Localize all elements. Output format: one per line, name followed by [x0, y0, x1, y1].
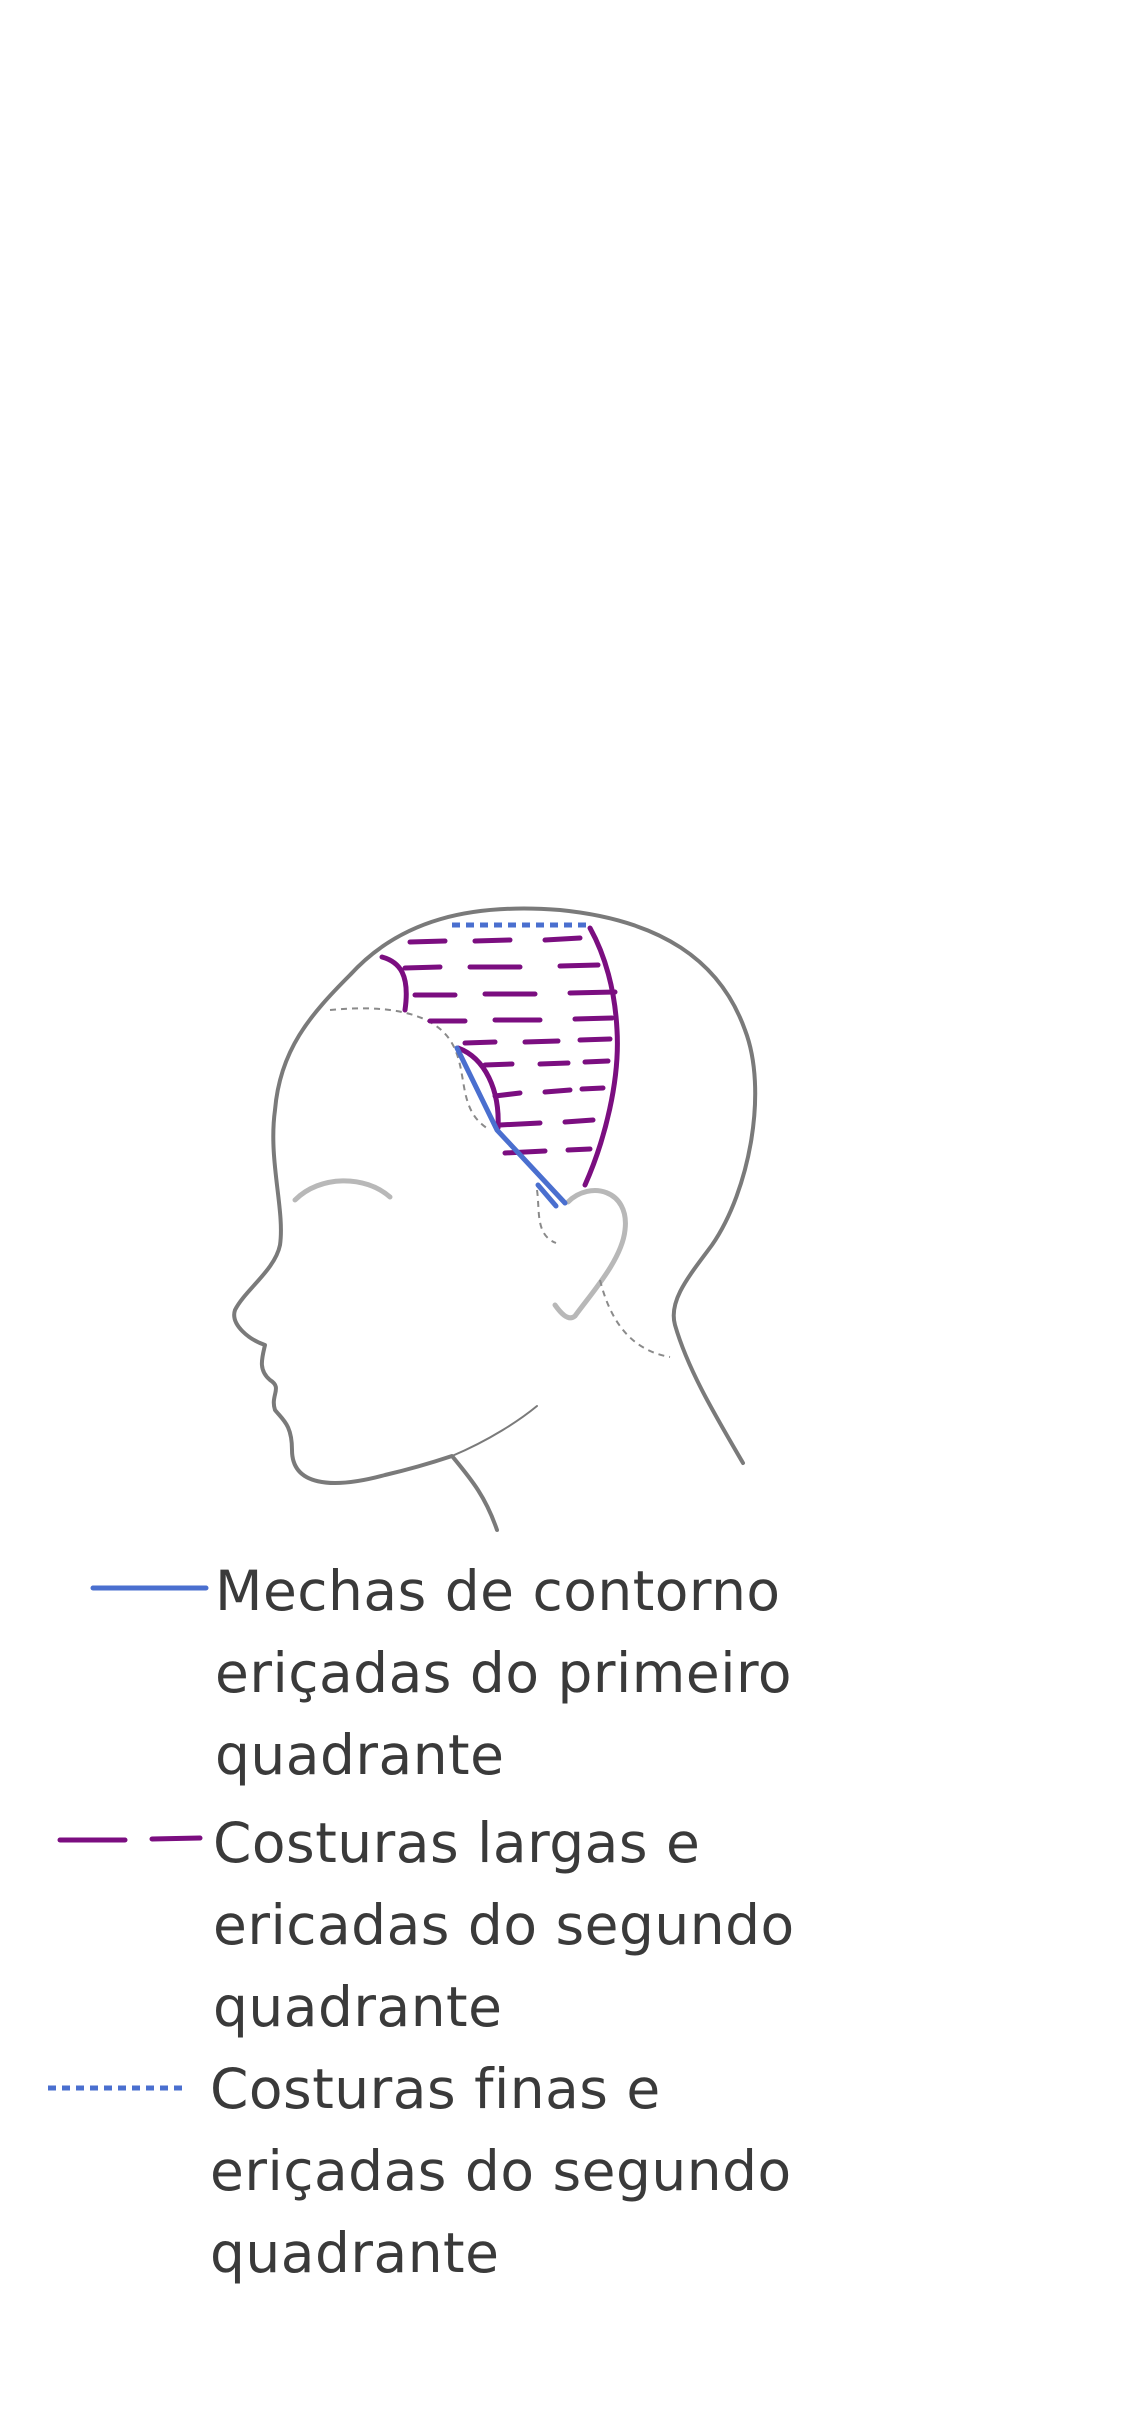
- wide-seam: [522, 1038, 561, 1045]
- wide-seam: [482, 1061, 515, 1068]
- wide-seam: [572, 1015, 615, 1022]
- wide-seam: [577, 1036, 613, 1043]
- legend-item-contour-strands: Mechas de contorno eriçadas do primeiro …: [0, 1550, 1125, 1810]
- wide-seam: [472, 937, 513, 944]
- second-quadrant-boundary: [582, 925, 620, 1188]
- wide-seam: [537, 1060, 571, 1067]
- long-dash-line-swatch: [57, 1835, 203, 1843]
- forehead-seam-curve: [379, 954, 409, 1013]
- contour-strand-solid: [454, 1045, 568, 1206]
- guide-forehead-dashed: [329, 1007, 491, 1131]
- legend-item-wide-seams: Costuras largas e ericadas do segundo qu…: [0, 1802, 1125, 2062]
- wide-seam: [502, 1148, 548, 1156]
- legend-item-fine-seams: Costuras finas e eriçadas do segundo qua…: [0, 2048, 1125, 2308]
- guide-ear-dashed: [536, 1189, 557, 1244]
- wide-seam: [582, 1058, 611, 1065]
- wide-seam: [565, 1146, 593, 1153]
- second-quadrant-wide-seams: [402, 935, 618, 1156]
- legend-label: Costuras largas e ericadas do segundo qu…: [213, 1811, 795, 2039]
- dotted-line-swatch: [48, 2085, 185, 2091]
- jaw-line: [451, 1405, 538, 1457]
- wide-seam: [497, 1120, 543, 1128]
- wide-seam: [567, 989, 618, 996]
- head-outline: [232, 906, 758, 1532]
- closed-eye: [292, 1178, 393, 1203]
- contour-strand-tail: [535, 1182, 559, 1209]
- wide-seam: [557, 962, 601, 969]
- wide-seam: [492, 1090, 523, 1099]
- wide-seam: [462, 1039, 498, 1046]
- legend-label: Mechas de contorno eriçadas do primeiro …: [215, 1559, 793, 1787]
- wide-seam: [407, 938, 448, 945]
- wide-seam: [579, 1085, 606, 1092]
- guide-neck-dashed: [599, 1279, 671, 1358]
- solid-line-swatch: [90, 1585, 209, 1591]
- temple-seam-curve: [455, 1045, 501, 1131]
- ear: [552, 1188, 628, 1321]
- wide-seam: [562, 1117, 596, 1125]
- legend-label: Costuras finas e eriçadas do segundo qua…: [210, 2057, 792, 2285]
- wide-seam: [542, 1087, 573, 1095]
- wide-seam: [542, 935, 583, 943]
- wide-seam: [402, 964, 443, 971]
